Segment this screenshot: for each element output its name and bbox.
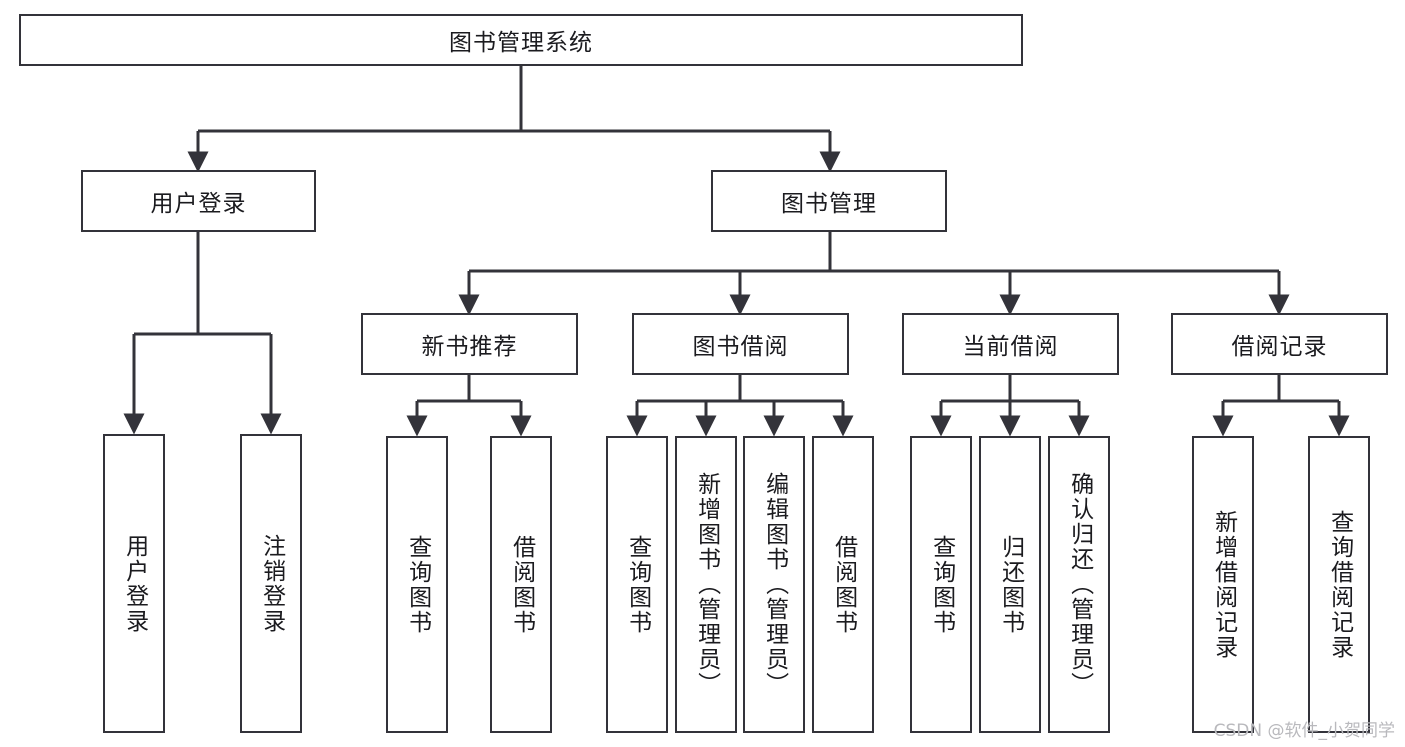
node-leaf-book-borrow-edit[interactable]: 编辑图书（管理员）: [743, 436, 805, 733]
node-leaf-borrow-record-query[interactable]: 查询借阅记录: [1308, 436, 1370, 733]
node-leaf-book-borrow-query[interactable]: 查询图书: [606, 436, 668, 733]
node-leaf-label: 借阅图书: [508, 534, 535, 635]
node-borrow-record[interactable]: 借阅记录: [1171, 313, 1388, 375]
node-leaf-label: 确认归还（管理员）: [1066, 472, 1093, 697]
node-book-management[interactable]: 图书管理: [711, 170, 947, 232]
node-root-label: 图书管理系统: [449, 30, 593, 56]
node-leaf-label: 用户登录: [121, 533, 148, 634]
node-borrow-record-label: 借阅记录: [1231, 334, 1328, 360]
node-leaf-user-login-login[interactable]: 用户登录: [103, 434, 165, 733]
node-leaf-label: 查询图书: [928, 534, 955, 635]
node-leaf-label: 查询图书: [624, 534, 651, 635]
node-leaf-label: 查询图书: [404, 534, 431, 635]
node-leaf-book-borrow-add[interactable]: 新增图书（管理员）: [675, 436, 737, 733]
node-leaf-label: 新增借阅记录: [1210, 509, 1237, 660]
node-user-login[interactable]: 用户登录: [81, 170, 316, 232]
node-leaf-label: 查询借阅记录: [1326, 509, 1353, 660]
node-leaf-label: 归还图书: [997, 534, 1024, 635]
csdn-watermark: CSDN @软件_小贺同学: [1213, 721, 1395, 741]
node-root-book-management-system[interactable]: 图书管理系统: [19, 14, 1023, 66]
node-leaf-borrow-record-add[interactable]: 新增借阅记录: [1192, 436, 1254, 733]
node-leaf-label: 新增图书（管理员）: [693, 472, 720, 697]
node-leaf-user-login-logout[interactable]: 注销登录: [240, 434, 302, 733]
node-leaf-label: 注销登录: [258, 533, 285, 634]
node-book-borrow[interactable]: 图书借阅: [632, 313, 849, 375]
node-leaf-new-book-borrow[interactable]: 借阅图书: [490, 436, 552, 733]
node-leaf-label: 借阅图书: [830, 534, 857, 635]
node-current-borrow[interactable]: 当前借阅: [902, 313, 1119, 375]
node-book-management-label: 图书管理: [781, 191, 877, 217]
node-leaf-book-borrow-borrow[interactable]: 借阅图书: [812, 436, 874, 733]
node-current-borrow-label: 当前借阅: [962, 334, 1059, 360]
node-new-book-recommend-label: 新书推荐: [421, 334, 518, 360]
node-leaf-label: 编辑图书（管理员）: [761, 472, 788, 697]
node-leaf-current-borrow-query[interactable]: 查询图书: [910, 436, 972, 733]
node-leaf-current-borrow-confirm[interactable]: 确认归还（管理员）: [1048, 436, 1110, 733]
node-new-book-recommend[interactable]: 新书推荐: [361, 313, 578, 375]
node-leaf-new-book-query[interactable]: 查询图书: [386, 436, 448, 733]
node-book-borrow-label: 图书借阅: [692, 334, 789, 360]
node-leaf-current-borrow-return[interactable]: 归还图书: [979, 436, 1041, 733]
node-user-login-label: 用户登录: [150, 191, 247, 217]
